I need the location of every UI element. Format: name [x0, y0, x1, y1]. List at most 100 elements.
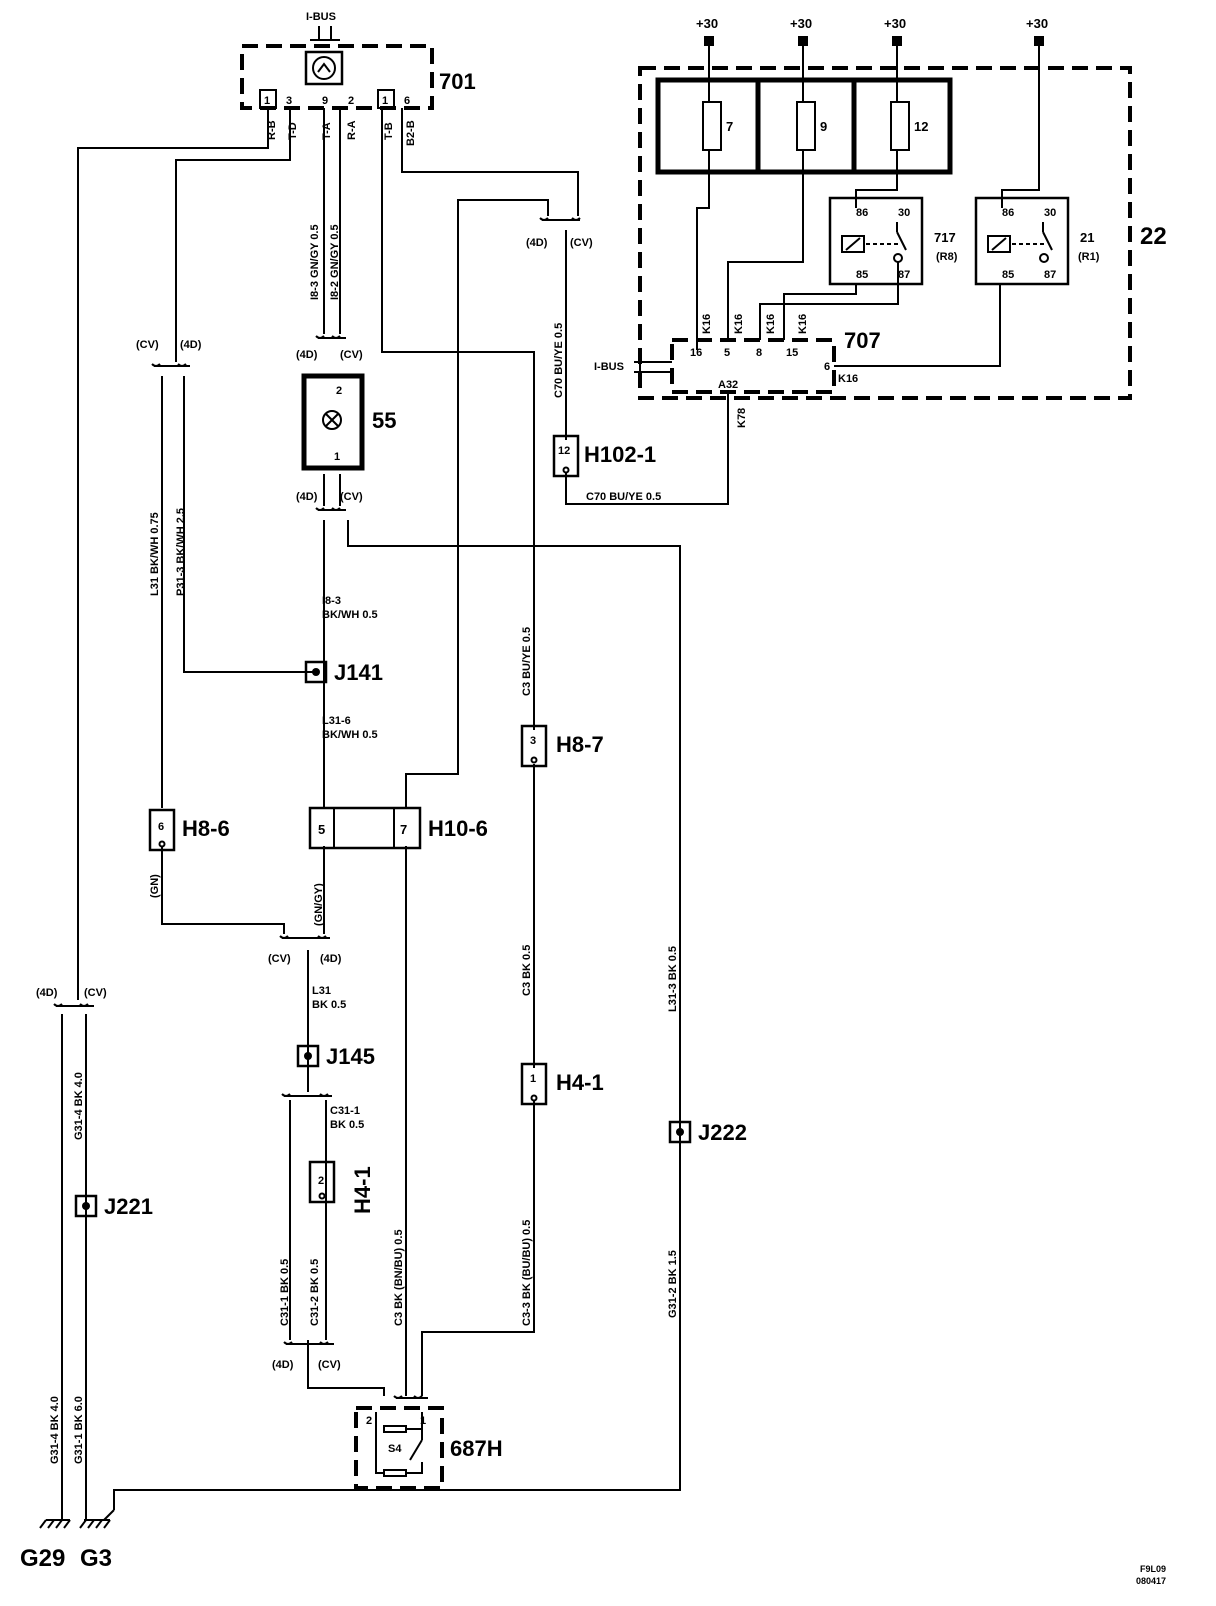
- fuse-12-label: 12: [914, 119, 928, 134]
- wire-k16-d: K16: [797, 314, 809, 334]
- component-701: I-BUS 701 1 3 9 2 1 6 R-B T-D T-A R-A T-…: [240, 11, 476, 146]
- wire-gngy-label: (GN/GY): [313, 883, 325, 926]
- variant-4d-lamp-top: (4D): [296, 349, 318, 361]
- relay-717-sub: (R8): [936, 251, 958, 263]
- pin-707-16: 16: [690, 347, 702, 359]
- ibus-label-707: I-BUS: [594, 361, 624, 373]
- wire-i8-3b-label-a: I8-3: [322, 595, 341, 607]
- variant-4d-lamp-bot: (4D): [296, 491, 318, 503]
- fuse-7: [702, 101, 722, 151]
- component-701-outline: [240, 44, 434, 110]
- connector-h10-6: 5 7 H10-6: [308, 806, 488, 850]
- grounds: G29 G3: [20, 1509, 115, 1572]
- relay-21-sub: (R1): [1078, 251, 1100, 263]
- connector-h10-6-pin-b: 7: [400, 822, 407, 837]
- wire-g31-4-bottom-label: G31-4 BK 4.0: [49, 1396, 61, 1464]
- wire-c70-horizontal-label: C70 BU/YE 0.5: [586, 491, 661, 503]
- variant-4d-l31: (4D): [180, 339, 202, 351]
- variant-cv-lamp-top: (CV): [340, 349, 363, 361]
- ground-g3-label: G3: [80, 1545, 112, 1572]
- connector-h4-1-pin: 1: [530, 1073, 536, 1085]
- switch-s4-label: S4: [388, 1443, 402, 1455]
- splice-j145: J145: [296, 1044, 375, 1069]
- wire-g31-1-label: G31-1 BK 6.0: [73, 1396, 85, 1464]
- fuse-9: [796, 101, 816, 151]
- variant-labels: (4D) (CV) (4D) (CV) (4D) (CV) (CV) (4D) …: [36, 237, 593, 1371]
- splice-j221: J221: [74, 1194, 153, 1219]
- splice-j221-label: J221: [104, 1194, 153, 1219]
- power-label-3: +30: [884, 16, 906, 31]
- variant-cv-l31: (CV): [136, 339, 159, 351]
- wires: [61, 108, 729, 1520]
- pin-701-3: 3: [286, 95, 292, 107]
- pin-707-8: 8: [756, 347, 762, 359]
- component-55-label: 55: [372, 408, 396, 433]
- component-701-label: 701: [439, 69, 476, 94]
- wire-i8-3b-label-b: BK/WH 0.5: [322, 609, 378, 621]
- connector-h102-1-pin: 12: [558, 445, 570, 457]
- component-687h: 2 1 S4 687H: [354, 1406, 503, 1490]
- module-icon: [312, 56, 336, 80]
- wire-l31-label-a: L31: [312, 985, 331, 997]
- lamp-pin-1: 1: [334, 451, 340, 463]
- pin-707-a32: A32: [718, 379, 738, 391]
- wire-c31-1-label-a: C31-1: [330, 1105, 360, 1117]
- wire-tb-label: T-B: [383, 122, 395, 140]
- relay-21: [974, 196, 1070, 286]
- wire-labels: I8-3 GN/GY 0.5 I8-2 GN/GY 0.5 C70 BU/YE …: [49, 224, 679, 1464]
- component-22-label: 22: [1140, 223, 1167, 250]
- relay-717-pin85: 85: [856, 269, 868, 281]
- relay-717-pin87: 87: [898, 269, 910, 281]
- lamp-pin-2: 2: [336, 385, 342, 397]
- pin-707-15: 15: [786, 347, 798, 359]
- connector-h8-6: 6 H8-6: [148, 808, 230, 852]
- connector-h8-7-pin: 3: [530, 735, 536, 747]
- switch-s4-icon: [409, 1439, 423, 1461]
- connector-h4-1b-pin: 2: [318, 1175, 324, 1187]
- variant-cv-bottom: (CV): [318, 1359, 341, 1371]
- variant-cv-j145: (CV): [268, 953, 291, 965]
- wire-gn-label: (GN): [149, 874, 161, 898]
- splice-j141-label: J141: [334, 660, 383, 685]
- relay-21-pin87: 87: [1044, 269, 1056, 281]
- relay-21-label: 21: [1080, 230, 1094, 245]
- component-22-outline: [638, 66, 1132, 400]
- relay-21-pin86: 86: [1002, 207, 1014, 219]
- wire-l31-6-label-b: BK/WH 0.5: [322, 729, 378, 741]
- wire-k78: K78: [736, 408, 748, 428]
- wire-l31-3-label: L31-3 BK 0.5: [667, 946, 679, 1012]
- ground-g29-label: G29: [20, 1545, 65, 1572]
- relay-717-pin30: 30: [898, 207, 910, 219]
- wire-b2b-label: B2-B: [405, 120, 417, 146]
- variant-4d-c70: (4D): [526, 237, 548, 249]
- connector-h10-6-pin-a: 5: [318, 822, 325, 837]
- connector-h8-7-label: H8-7: [556, 732, 604, 757]
- connector-h4-1b: 2 H4-1: [308, 1160, 375, 1214]
- power-label-1: +30: [696, 16, 718, 31]
- footer-date: 080417: [1136, 1576, 1166, 1586]
- wire-c31-1-label-b: BK 0.5: [330, 1119, 364, 1131]
- wire-l31-6-label-a: L31-6: [322, 715, 351, 727]
- connector-h8-7: 3 H8-7: [520, 724, 604, 768]
- switch-pin-1: 1: [420, 1415, 426, 1427]
- wire-p31-3-label: P31-3 BK/WH 2.5: [175, 508, 187, 596]
- pin-701-6: 6: [404, 95, 410, 107]
- wire-i8-3-label: I8-3 GN/GY 0.5: [309, 224, 321, 300]
- wire-k16-a: K16: [701, 314, 713, 334]
- wire-ra-label: R-A: [346, 120, 358, 140]
- wire-c3-buye-label: C3 BU/YE 0.5: [521, 627, 533, 696]
- variant-cv-c70: (CV): [570, 237, 593, 249]
- splice-j222: J222: [668, 1120, 747, 1145]
- variant-4d-j145: (4D): [320, 953, 342, 965]
- fuse-12: [890, 101, 910, 151]
- splice-j222-label: J222: [698, 1120, 747, 1145]
- wire-c70-vertical-label: C70 BU/YE 0.5: [553, 323, 565, 398]
- power-label-4: +30: [1026, 16, 1048, 31]
- pin-701-9: 9: [322, 95, 328, 107]
- component-707-label: 707: [844, 328, 881, 353]
- fuse-7-label: 7: [726, 119, 733, 134]
- connector-h102-1: 12 H102-1: [552, 434, 656, 478]
- fuse-9-label: 9: [820, 119, 827, 134]
- pin-701-1: 1: [264, 95, 270, 107]
- wire-ta-label: T-A: [321, 122, 333, 140]
